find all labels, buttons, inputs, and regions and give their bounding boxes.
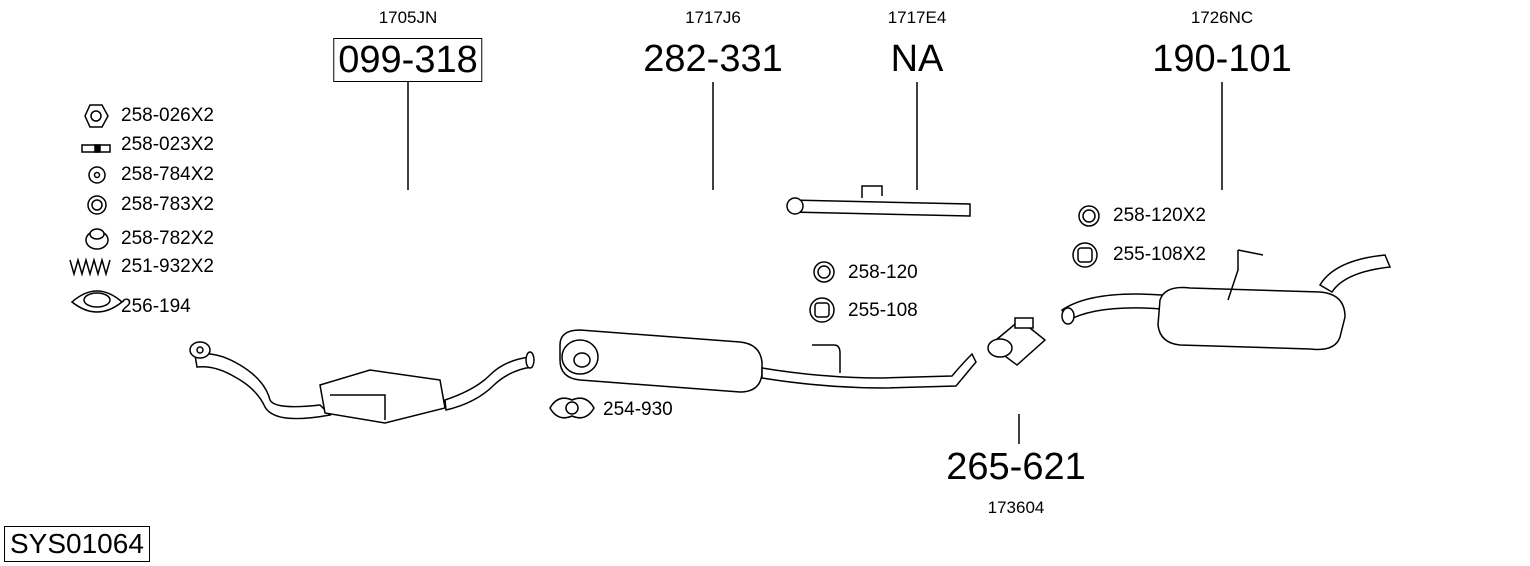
catalytic-converter-drawing [189, 341, 535, 424]
oe-number: 1705JN [378, 8, 438, 27]
oe-number: 1717E4 [887, 8, 947, 27]
system-code-label: SYS01064 [4, 526, 150, 562]
accessory-label[interactable]: 258-782X2 [121, 228, 214, 249]
accessory-label[interactable]: 258-026X2 [121, 105, 214, 126]
part-number[interactable]: NA [890, 38, 944, 80]
part-number[interactable]: 099-318 [333, 38, 483, 82]
part-number[interactable]: 265-621 [946, 446, 1086, 488]
accessory-label[interactable]: 254-930 [603, 399, 673, 420]
oe-number: 173604 [987, 498, 1045, 517]
oe-number: 1726NC [1190, 8, 1254, 27]
accessory-label[interactable]: 251-932X2 [121, 256, 214, 277]
part-number[interactable]: 282-331 [643, 38, 783, 80]
accessory-label[interactable]: 258-783X2 [121, 194, 214, 215]
accessory-label[interactable]: 256-194 [121, 296, 191, 317]
pipe-clamp-drawing [987, 317, 1047, 366]
accessory-icons-left [69, 104, 124, 313]
part-number[interactable]: 190-101 [1152, 38, 1292, 80]
accessory-label[interactable]: 255-108X2 [1113, 244, 1206, 265]
accessory-label[interactable]: 258-023X2 [121, 134, 214, 155]
rear-silencer-drawing [1061, 249, 1392, 351]
accessory-label[interactable]: 258-784X2 [121, 164, 214, 185]
accessory-label[interactable]: 258-120 [848, 262, 918, 283]
hex-nut-hole-icon [90, 110, 102, 122]
spring-icon [69, 257, 111, 277]
middle-silencer-drawing [559, 329, 977, 393]
intermediate-pipe-drawing [786, 185, 971, 217]
accessory-label[interactable]: 258-120X2 [1113, 205, 1206, 226]
oe-number: 1717J6 [685, 8, 741, 27]
accessory-label[interactable]: 255-108 [848, 300, 918, 321]
